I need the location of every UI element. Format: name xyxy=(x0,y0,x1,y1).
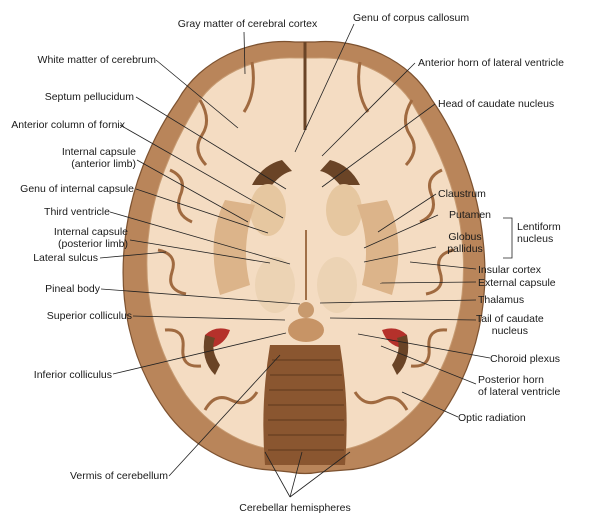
label-pineal-body: Pineal body xyxy=(45,283,100,295)
label-genu-corpus-callosum: Genu of corpus callosum xyxy=(353,12,470,24)
lentiform-right xyxy=(357,200,399,295)
cerebellum-folia xyxy=(268,359,344,451)
caudate-head-right xyxy=(326,184,362,236)
label-claustrum: Claustrum xyxy=(438,188,486,200)
label-septum-pellucidum: Septum pellucidum xyxy=(44,91,134,103)
colliculi-shape xyxy=(288,318,324,342)
label-lateral-sulcus: Lateral sulcus xyxy=(33,252,98,264)
gyri-pattern xyxy=(157,61,455,411)
label-head-caudate: Head of caudate nucleus xyxy=(438,98,555,110)
label-posterior-horn: Posterior horn of lateral ventricle xyxy=(478,374,561,398)
leader-lines xyxy=(99,23,513,498)
label-anterior-column-fornix: Anterior column of fornix xyxy=(11,119,125,131)
anterior-horn-right xyxy=(320,160,360,185)
label-internal-capsule-posterior: Internal capsule (posterior limb) xyxy=(53,226,128,250)
label-globus-pallidus: Globus pallidus xyxy=(447,231,483,255)
anterior-horn-left xyxy=(252,160,292,185)
caudate-head-left xyxy=(250,184,286,236)
label-choroid-plexus: Choroid plexus xyxy=(490,353,561,365)
label-optic-radiation: Optic radiation xyxy=(458,412,526,424)
label-external-capsule: External capsule xyxy=(478,277,556,289)
label-cerebellar-hemispheres: Cerebellar hemispheres xyxy=(239,502,351,514)
thalamus-right xyxy=(317,257,357,313)
label-insular-cortex: Insular cortex xyxy=(478,264,542,276)
label-inferior-colliculus: Inferior colliculus xyxy=(33,369,112,381)
label-superior-colliculus: Superior colliculus xyxy=(46,310,132,322)
label-gray-matter: Gray matter of cerebral cortex xyxy=(177,18,318,30)
label-genu-internal-capsule: Genu of internal capsule xyxy=(20,183,134,195)
label-white-matter: White matter of cerebrum xyxy=(37,54,156,66)
posterior-horn-right xyxy=(392,335,409,375)
label-putamen: Putamen xyxy=(449,209,492,221)
label-tail-caudate: Tail of caudate nucleus xyxy=(476,313,544,337)
pineal-shape xyxy=(298,302,314,318)
thalamus-left xyxy=(255,257,295,313)
label-vermis-cerebellum: Vermis of cerebellum xyxy=(69,470,168,482)
label-anterior-horn: Anterior horn of lateral ventricle xyxy=(418,57,564,69)
label-lentiform-nucleus: Lentiform nucleus xyxy=(517,221,561,245)
label-internal-capsule-anterior: Internal capsule (anterior limb) xyxy=(61,146,136,170)
label-thalamus: Thalamus xyxy=(478,294,525,306)
posterior-horn-left xyxy=(203,335,220,375)
label-third-ventricle: Third ventricle xyxy=(44,206,110,218)
